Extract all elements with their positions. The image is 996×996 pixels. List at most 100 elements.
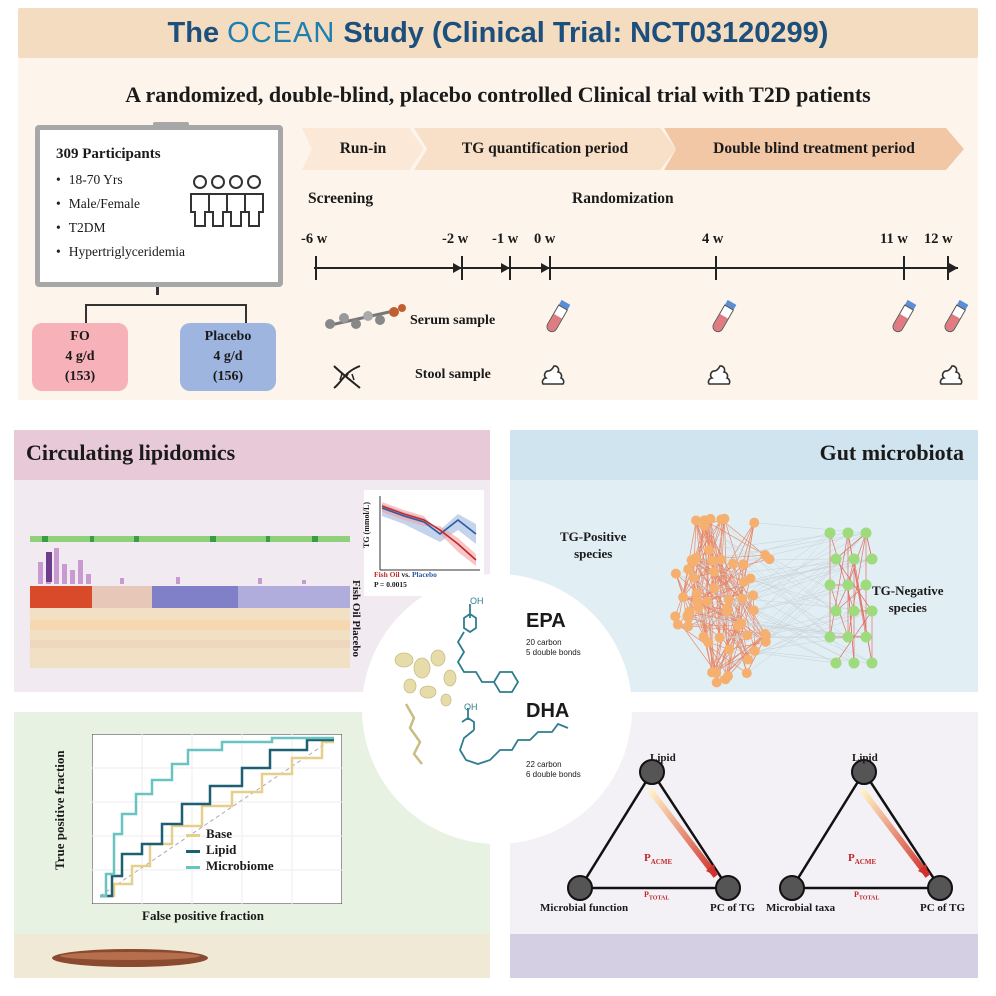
- network-edge: [689, 558, 873, 612]
- legend-swatch: [186, 865, 200, 869]
- mediation-diagrams: [567, 759, 953, 901]
- tg-positive-node: [709, 583, 720, 594]
- stool-icon: [707, 365, 731, 385]
- tg-positive-node: [738, 559, 749, 570]
- network-edge: [682, 519, 722, 598]
- network-edge: [675, 573, 704, 637]
- left-p-total: PTOTAL: [644, 890, 669, 902]
- week-label: -1 w: [492, 231, 519, 247]
- legend-swatch: [186, 849, 200, 853]
- dha-label: DHA: [526, 700, 570, 722]
- network-edge: [728, 599, 767, 643]
- tg-positive-node: [678, 592, 689, 603]
- lipid-heatmap: [30, 536, 350, 668]
- roc-chart: [92, 734, 342, 904]
- tg-positive-node: [670, 611, 681, 622]
- tg-negative-node: [830, 657, 842, 669]
- gut-header: Gut microbiota: [510, 430, 978, 480]
- omega3-molecules-circle: OH OH EPA 20 carbon 5 double bonds DHA 2…: [362, 574, 632, 844]
- tg-positive-node: [688, 572, 699, 583]
- network-edge: [675, 573, 873, 664]
- tg-negative-node: [830, 605, 842, 617]
- arm-placebo: Placebo 4 g/d (156): [180, 323, 276, 391]
- network-edge: [835, 584, 867, 612]
- epa-oh-label: OH: [470, 596, 484, 606]
- tg-negative-node: [824, 631, 836, 643]
- criterion-t2dm: T2DM: [56, 220, 106, 236]
- criterion-sex: Male/Female: [56, 196, 140, 212]
- tg-positive-node: [716, 554, 727, 565]
- lipidomics-title: Circulating lipidomics: [26, 440, 236, 465]
- left-p-acme: PACME: [644, 852, 672, 866]
- monitor-stand: [156, 287, 159, 295]
- screening-label: Screening: [308, 190, 374, 207]
- serum-tube-icon: [944, 299, 969, 333]
- tg-negative-node: [848, 605, 860, 617]
- tg-positive-node: [711, 667, 722, 678]
- mediation-right: [779, 759, 953, 901]
- network-edge: [693, 558, 873, 578]
- tg-positive-node: [711, 677, 722, 688]
- left-microbial-function-label: Microbial function: [540, 902, 629, 914]
- title-prefix: The: [167, 17, 228, 49]
- title-brand: OCEAN: [227, 17, 336, 49]
- network-edge: [675, 573, 855, 664]
- tg-positive-node: [684, 606, 695, 617]
- tg-positive-node: [702, 596, 713, 607]
- tg-positive-node: [733, 620, 744, 631]
- tg-positive-node: [741, 668, 752, 679]
- tg-positive-node: [748, 605, 759, 616]
- network-edge: [712, 610, 873, 673]
- serum-sample-label: Serum sample: [410, 313, 496, 328]
- tg-positive-node: [716, 514, 727, 525]
- roc-xlabel: False positive fraction: [142, 908, 265, 923]
- tg-negative-line2: species: [888, 600, 927, 615]
- epa-carbon: 20 carbon: [526, 638, 562, 647]
- dha-oh-label: OH: [464, 702, 478, 712]
- network-edge: [675, 616, 849, 638]
- tg-negative-node: [860, 579, 872, 591]
- mediation-left: [567, 759, 741, 901]
- network-edge: [765, 584, 831, 642]
- week-label: -2 w: [442, 231, 469, 247]
- right-p-acme: PACME: [848, 852, 876, 866]
- legend-swatch: [186, 833, 200, 837]
- tg-p-value: P = 0.0015: [374, 580, 407, 589]
- roc-legend-microbiome: Microbiome: [186, 858, 274, 874]
- network-edge: [689, 611, 867, 638]
- tg-positive-node: [749, 517, 760, 528]
- network-edge: [707, 558, 837, 643]
- roc-ylabel: True positive fraction: [52, 750, 67, 870]
- tg-negative-node: [824, 579, 836, 591]
- week-label: 4 w: [702, 231, 724, 247]
- criterion-tg: Hypertriglyceridemia: [56, 244, 185, 260]
- tg-negative-node: [842, 631, 854, 643]
- arm-fo-dose: 4 g/d: [65, 349, 95, 364]
- tg-positive-node: [709, 566, 720, 577]
- serum-tube-icon: [712, 299, 737, 333]
- tg-positive-node: [722, 671, 733, 682]
- tg-positive-node: [703, 637, 714, 648]
- tg-positive-node: [721, 603, 732, 614]
- gut-microbiota-panel: Gut microbiota TG-Positive species TG-Ne…: [510, 430, 978, 692]
- serum-tube-icon: [892, 299, 917, 333]
- right-acme-sub: ACME: [854, 858, 877, 867]
- tg-negative-label: TG-Negative species: [872, 582, 943, 616]
- left-acme-p: P: [644, 852, 651, 864]
- lipid-molecule-icon: [325, 304, 406, 329]
- dha-structure: [459, 708, 569, 765]
- tg-legend-placebo: Placebo: [411, 570, 437, 579]
- randomization-label: Randomization: [572, 190, 674, 207]
- legend-lipid-label: Lipid: [206, 842, 237, 857]
- lipidomics-panel: Circulating lipidomics Fish Oil Placebo …: [14, 430, 490, 692]
- network-edge: [704, 520, 749, 660]
- tg-positive-node: [742, 630, 753, 641]
- network-edge: [706, 564, 744, 602]
- tg-positive-node: [743, 654, 754, 665]
- network-edge: [704, 520, 766, 556]
- stool-sample-label: Stool sample: [415, 367, 491, 382]
- arm-placebo-name: Placebo: [204, 329, 252, 344]
- network-edge: [765, 532, 867, 642]
- phase-treatment: Double blind treatment period: [664, 128, 964, 170]
- tg-legend-vs: vs.: [399, 570, 412, 579]
